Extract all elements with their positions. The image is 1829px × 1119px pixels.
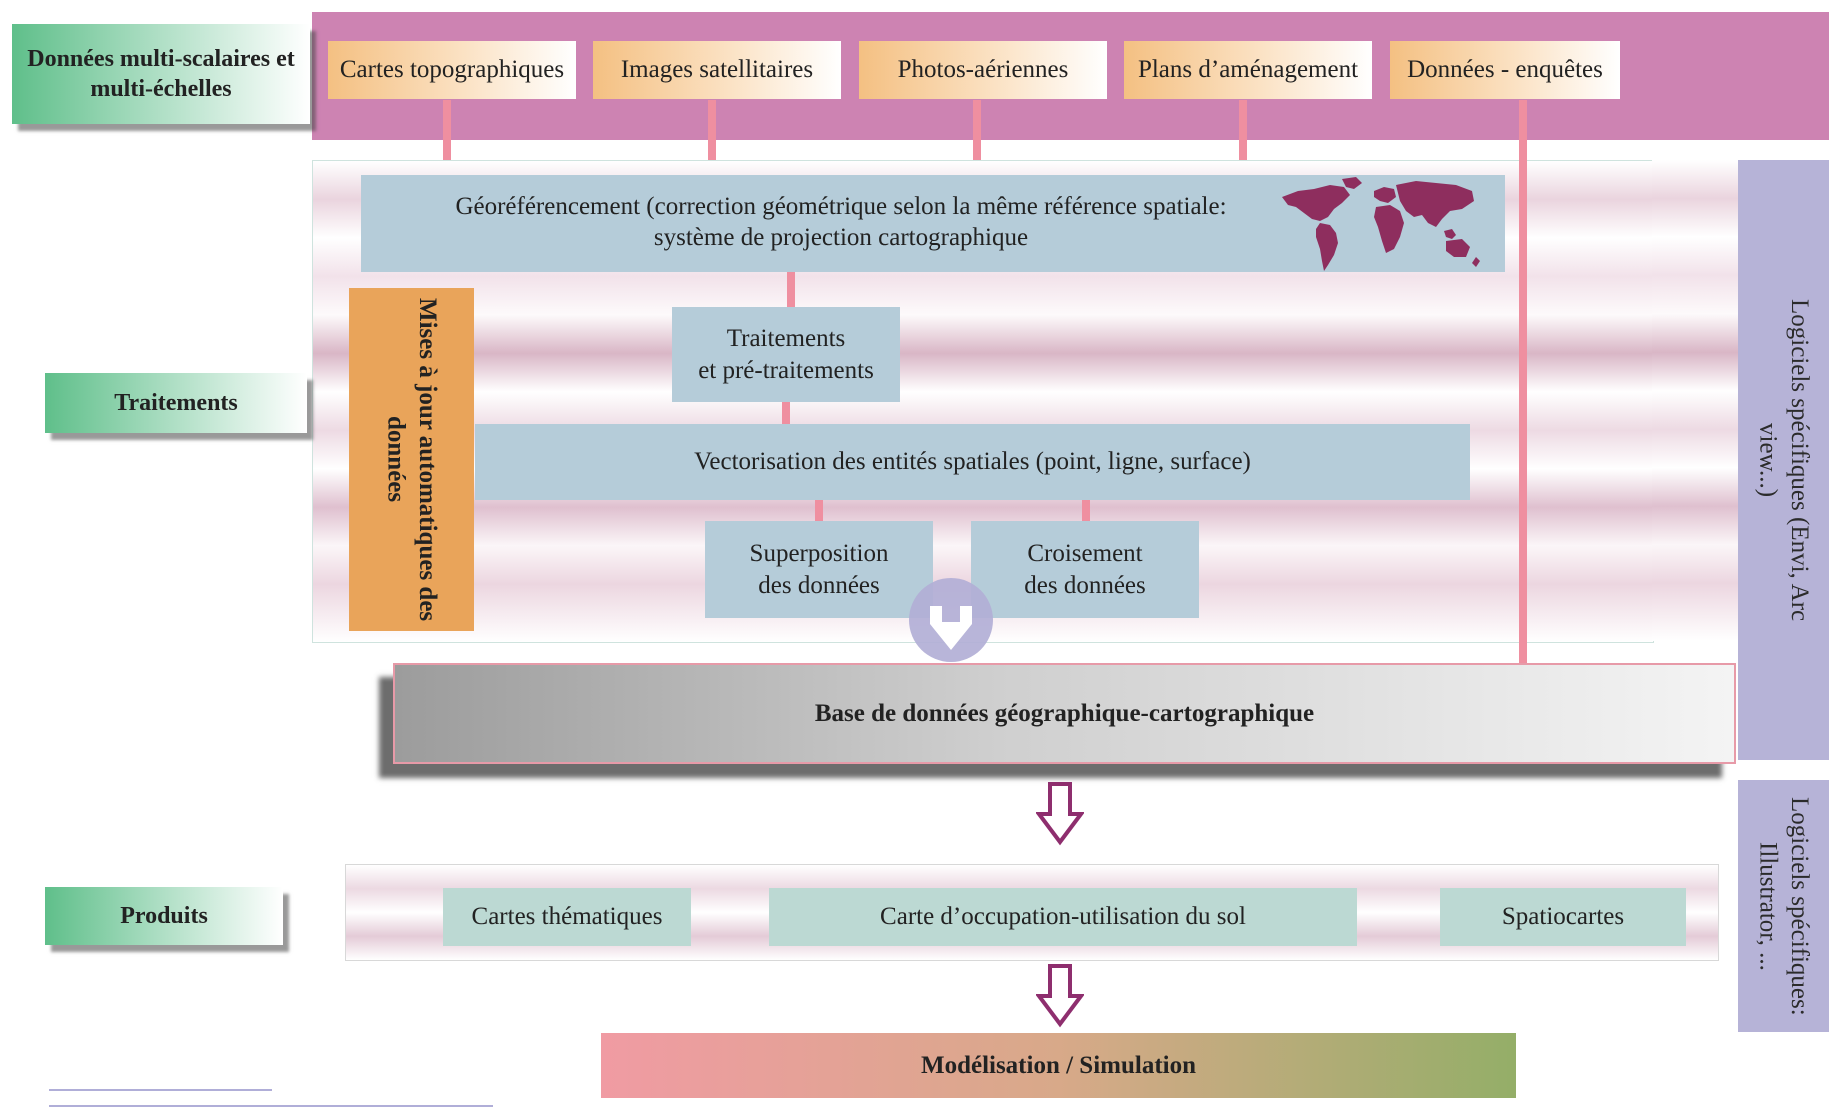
connector-photos [973, 100, 981, 174]
product-landuse-label: Carte d’occupation-utilisation du sol [880, 903, 1246, 930]
software-gis-panel: Logiciels spécifiques (Envi, Arc view...… [1738, 160, 1829, 760]
source-cartes-label: Cartes topographiques [339, 56, 565, 83]
source-plans-label: Plans d’aménagement [1137, 56, 1359, 83]
georef-line1: Géoréférencement (correction géométrique… [455, 193, 1227, 220]
connector-cartes [443, 100, 451, 174]
hollow-down-arrow-icon [1036, 964, 1084, 1028]
connector-georef-traitements [787, 272, 795, 308]
product-thematic: Cartes thématiques [443, 888, 691, 946]
traitements-box: Traitements et pré-traitements [672, 307, 900, 402]
connector-traitements-vector [782, 402, 790, 425]
source-enquetes: Données - enquêtes [1390, 41, 1620, 99]
connector-plans [1239, 100, 1247, 174]
category-traitements: Traitements [45, 373, 307, 433]
modelisation-box: Modélisation / Simulation [601, 1033, 1516, 1098]
category-produits: Produits [45, 887, 283, 945]
source-photos: Photos-aériennes [859, 41, 1107, 99]
connector-images [708, 100, 716, 174]
source-plans: Plans d’aménagement [1124, 41, 1372, 99]
world-map-icon [1282, 177, 1480, 271]
connector-vector-superposition [815, 499, 823, 522]
software-gis-label: Logiciels spécifiques (Envi, Arc view...… [1754, 298, 1813, 622]
mises-a-jour-box: Mises à jour automatiques des données [349, 288, 474, 631]
product-landuse: Carte d’occupation-utilisation du sol [769, 888, 1357, 946]
traitements-panel-right-strip [1652, 160, 1738, 641]
source-images-label: Images satellitaires [620, 56, 814, 83]
category-donnees: Données multi-scalaires et multi-échelle… [12, 24, 310, 124]
category-produits-label: Produits [120, 903, 208, 929]
croisement-line2: des données [1024, 571, 1146, 599]
croisement-line1: Croisement [1027, 540, 1143, 568]
product-thematic-label: Cartes thématiques [471, 903, 663, 930]
modelisation-label: Modélisation / Simulation [920, 1051, 1197, 1079]
connector-vector-croisement [1082, 499, 1090, 522]
connector-enquetes-db [1519, 100, 1527, 664]
superposition-line1: Superposition [749, 540, 889, 568]
source-cartes: Cartes topographiques [328, 41, 576, 99]
georef-line2: système de projection cartographique [653, 224, 1029, 252]
source-enquetes-label: Données - enquêtes [1407, 56, 1603, 83]
superposition-box: Superposition des données [705, 521, 933, 618]
source-photos-label: Photos-aériennes [897, 56, 1069, 83]
vectorisation-label: Vectorisation des entités spatiales (poi… [694, 448, 1251, 476]
product-spatio-label: Spatiocartes [1501, 903, 1625, 930]
traitements-line1: Traitements [726, 325, 846, 353]
down-arrow-icon [909, 578, 993, 662]
decorative-rule-bottom [49, 1105, 493, 1107]
georeferencement-box: Géoréférencement (correction géométrique… [361, 175, 1505, 272]
product-spatio: Spatiocartes [1440, 888, 1686, 946]
category-traitements-label: Traitements [114, 390, 238, 416]
mises-a-jour-label: Mises à jour automatiques des données [382, 297, 441, 622]
vectorisation-box: Vectorisation des entités spatiales (poi… [475, 424, 1470, 500]
database-label: Base de données géographique-cartographi… [814, 699, 1315, 727]
traitements-line2: et pré-traitements [698, 356, 874, 384]
superposition-line2: des données [758, 571, 880, 599]
decorative-rule-top [49, 1089, 272, 1091]
software-graphics-label: Logiciels spécifiques: Illustrator, ... [1754, 796, 1813, 1016]
source-images: Images satellitaires [593, 41, 841, 99]
software-graphics-panel: Logiciels spécifiques: Illustrator, ... [1738, 780, 1829, 1032]
hollow-down-arrow-icon [1036, 782, 1084, 846]
database-box: Base de données géographique-cartographi… [393, 663, 1736, 764]
croisement-box: Croisement des données [971, 521, 1199, 618]
category-donnees-label: Données multi-scalaires et multi-échelle… [27, 46, 295, 102]
